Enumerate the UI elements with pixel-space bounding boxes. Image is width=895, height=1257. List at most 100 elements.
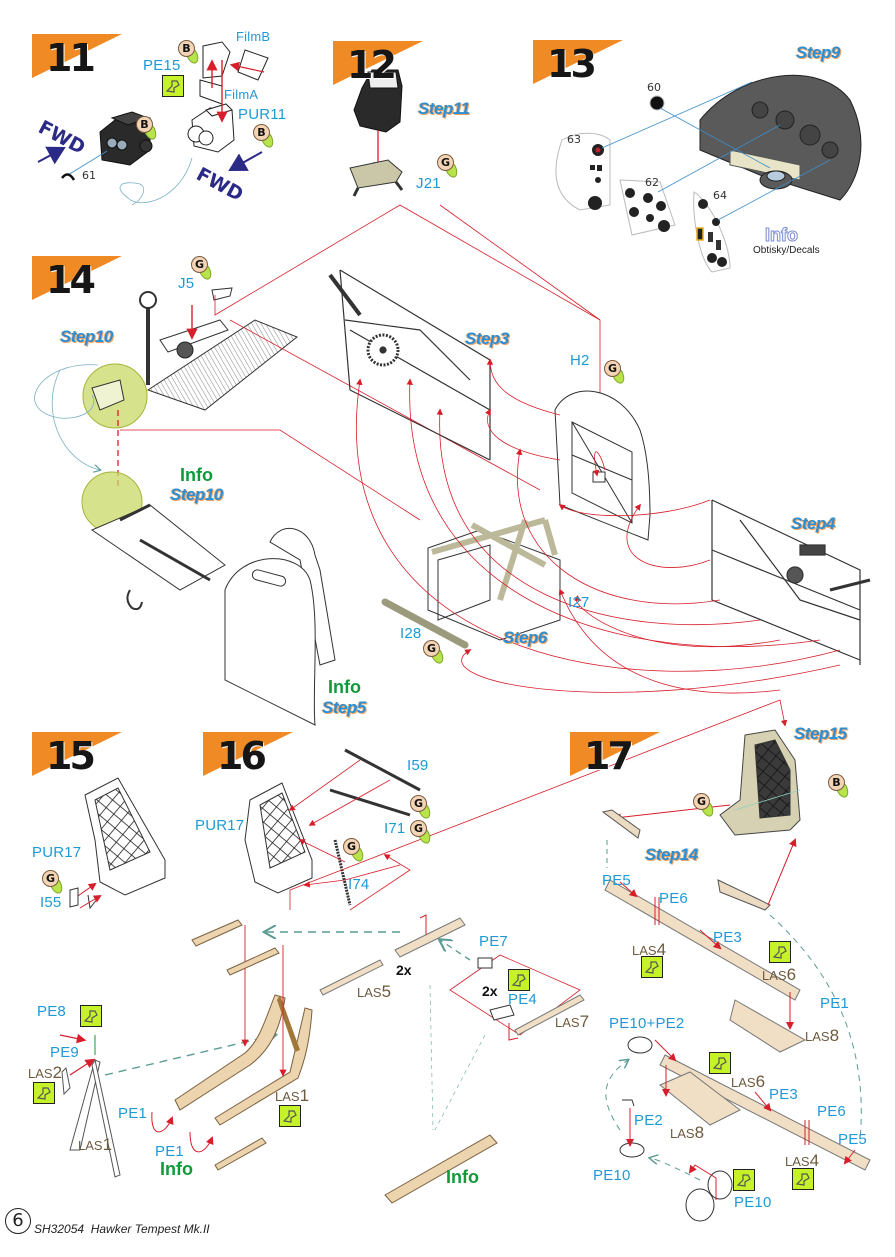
bend-icon (769, 941, 791, 963)
step9-reference: Step9 (796, 43, 840, 62)
pe5-label: PE5 (602, 872, 631, 889)
decal-62-label: 62 (645, 176, 659, 189)
paint-badge: G (604, 360, 630, 386)
bend-icon (33, 1082, 55, 1104)
paint-badge: B (828, 774, 854, 800)
las2-label: LAS2 (28, 1063, 63, 1082)
step13-drawing (555, 74, 862, 273)
las6-label: LAS6 (731, 1072, 766, 1091)
step14-drawing (34, 204, 871, 726)
kit-code: SH32054 (34, 1222, 85, 1236)
paint-badge: B (136, 116, 162, 142)
j21-label: J21 (416, 175, 441, 192)
las4-label: LAS4 (785, 1151, 820, 1170)
i71-label: I71 (384, 820, 406, 837)
step-number: 13 (547, 42, 597, 86)
las6-label: LAS6 (762, 965, 797, 984)
paint-badge: G (191, 256, 217, 282)
pe3-label: PE3 (713, 929, 742, 946)
pe2-label: PE2 (634, 1112, 663, 1129)
bend-icon (792, 1168, 814, 1190)
step3-reference: Step3 (465, 329, 509, 348)
step-number: 11 (46, 36, 96, 80)
paint-badge: G (423, 640, 449, 666)
pe10-label: PE10 (593, 1167, 631, 1184)
i59-label: I59 (407, 757, 429, 774)
pur11-label: PUR11 (238, 106, 287, 123)
pe5-label: PE5 (838, 1131, 867, 1148)
step-16-banner: 16 (203, 732, 293, 778)
step-15-banner: 15 (32, 732, 122, 778)
connection-arcs (356, 358, 841, 694)
las4-label: LAS4 (632, 940, 667, 959)
step10-reference: Step10 (60, 327, 113, 346)
h2-label: H2 (570, 352, 590, 369)
pe7-label: PE7 (479, 933, 508, 950)
step-number: 17 (584, 734, 634, 778)
pe10-pe2-label: PE10+PE2 (609, 1015, 685, 1032)
i27-label: I27 (568, 594, 590, 611)
decal-61-label: 61 (82, 169, 96, 182)
step5-reference: Step5 (322, 698, 366, 717)
las8-label: LAS8 (805, 1026, 840, 1045)
step-17-banner: 17 (570, 732, 660, 778)
paint-badge: G (42, 870, 68, 896)
step6-frame (427, 517, 561, 641)
pe15-label: PE15 (143, 57, 181, 74)
info-label: Info (446, 1167, 479, 1187)
bend-icon (508, 969, 530, 991)
step16-drawing (244, 748, 421, 911)
info-label: Info (160, 1159, 193, 1179)
decal-63-label: 63 (567, 133, 581, 146)
seat-back-armour (224, 527, 336, 726)
step3-frame (328, 269, 491, 461)
step-number: 12 (347, 43, 397, 87)
harness-drawing (59, 914, 585, 1204)
i28-label: I28 (400, 625, 422, 642)
paint-badge: B (253, 124, 279, 150)
step-13-banner: 13 (533, 40, 623, 86)
paint-badge: G (343, 838, 369, 864)
pur17-label: PUR17 (32, 844, 82, 861)
bend-icon (279, 1105, 301, 1127)
film-a-label: FilmA (224, 87, 259, 102)
info-label: Info (328, 677, 361, 697)
step12-drawing (349, 69, 404, 197)
pe8-label: PE8 (37, 1003, 66, 1020)
decals-caption: Obtisky/Decals (753, 245, 820, 256)
step11-reference: Step11 (418, 99, 470, 118)
las7-label: LAS7 (555, 1012, 590, 1031)
info-label: Info (180, 465, 213, 485)
las5-label: LAS5 (357, 982, 392, 1001)
decal-60-label: 60 (647, 81, 661, 94)
i55-label: I55 (40, 894, 62, 911)
paint-badge: G (410, 795, 436, 821)
pe3-label: PE3 (769, 1086, 798, 1103)
page-number: 6 (5, 1208, 31, 1234)
step-number: 16 (217, 734, 267, 778)
bend-icon (709, 1052, 731, 1074)
bend-icon (162, 75, 184, 97)
j5-label: J5 (178, 275, 195, 292)
i74-label: I74 (348, 876, 370, 893)
bend-icon (733, 1169, 755, 1191)
las1-label: LAS1 (78, 1135, 113, 1154)
kit-title: SH32054 Hawker Tempest Mk.II (34, 1222, 210, 1236)
step-14-banner: 14 (32, 256, 122, 302)
pe4-label: PE4 (508, 991, 537, 1008)
step11-drawing (37, 41, 269, 206)
i28-rod (381, 598, 469, 649)
pe9-label: PE9 (50, 1044, 79, 1061)
quantity-label: 2x (396, 962, 412, 978)
paint-badge: G (437, 154, 463, 180)
step4-frame (711, 499, 871, 665)
step-number: 14 (46, 258, 96, 302)
bend-icon (80, 1005, 102, 1027)
paint-badge: B (178, 40, 204, 66)
step14-reference: Step14 (645, 845, 698, 864)
decal-64-label: 64 (713, 189, 727, 202)
step6-reference: Step6 (503, 628, 547, 647)
step-number: 15 (46, 734, 96, 778)
